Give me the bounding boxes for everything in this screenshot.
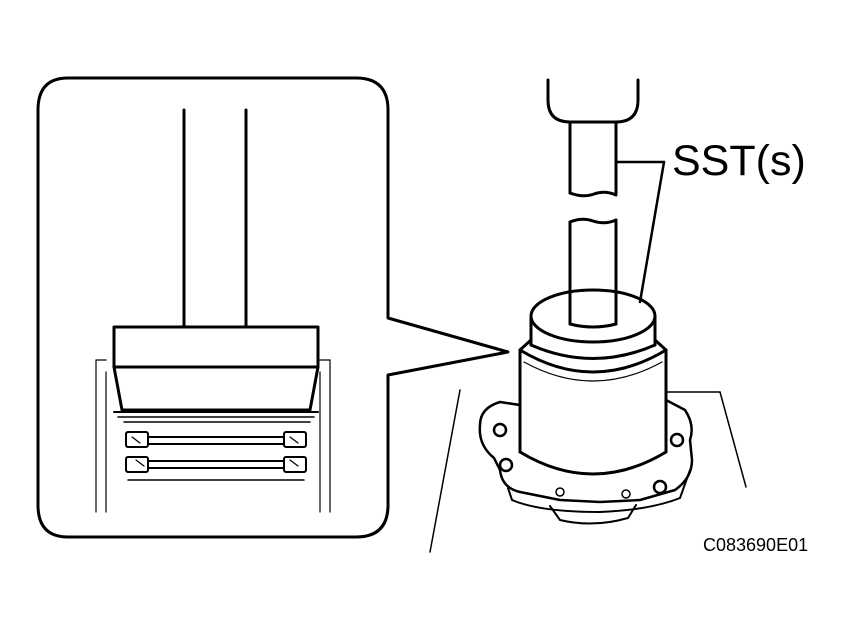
detail-housing [95,359,331,513]
sst-upper-shaft [568,120,618,198]
sst-press-body [518,288,668,476]
press-ram [546,78,640,124]
sst-lower-shaft [568,217,618,329]
detail-tool-bevel [112,365,320,412]
hub-flange [478,398,694,525]
sst-leader-lines [614,160,666,304]
detail-inset [36,76,510,539]
detail-callout-frame [36,76,510,539]
support-plates [429,389,747,553]
detail-bearing [125,431,307,481]
figure-code-label: C083690E01 [703,535,809,555]
sst-callout-label: SST(s) [672,137,806,185]
detail-tool-top [112,325,320,369]
